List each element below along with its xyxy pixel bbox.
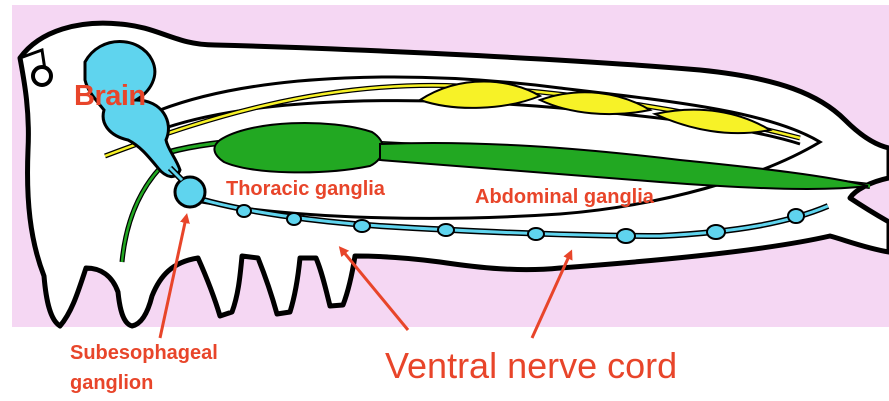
subesophageal-label-line1: Subesophageal — [70, 338, 218, 368]
antenna-tip — [33, 67, 51, 85]
brain-label: Brain — [74, 80, 146, 113]
subesophageal-label-line2: ganglion — [70, 368, 218, 398]
ventral-nerve-cord-label: Ventral nerve cord — [385, 345, 677, 387]
abdominal-ganglia-label: Abdominal ganglia — [475, 186, 654, 209]
subesophageal-ganglion-label: Subesophageal ganglion — [70, 338, 218, 398]
thoracic-ganglia-label: Thoracic ganglia — [226, 178, 385, 201]
thoracic-ganglia-mass — [214, 123, 383, 172]
